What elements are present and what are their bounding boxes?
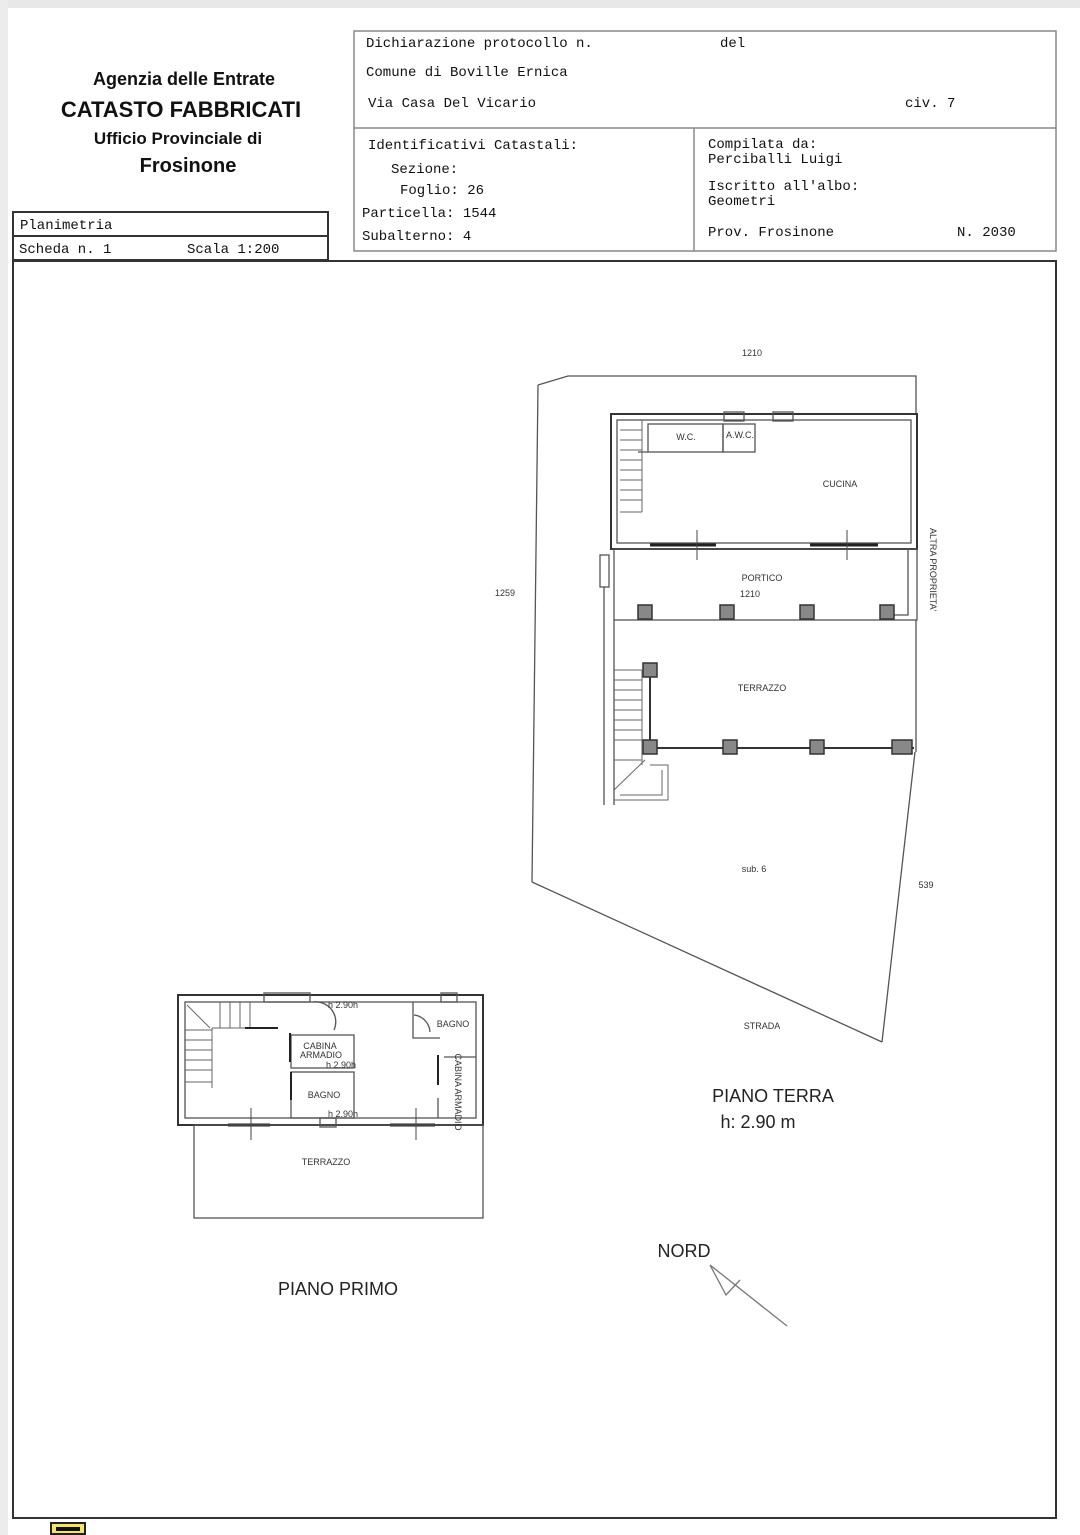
comune: Comune di Boville Ernica bbox=[366, 65, 568, 81]
room-awc: A.W.C. bbox=[726, 430, 754, 440]
room-bagno-2: BAGNO bbox=[308, 1090, 341, 1100]
via: Via Casa Del Vicario bbox=[368, 96, 536, 112]
strada-label: STRADA bbox=[744, 1021, 781, 1031]
dim-top: 1210 bbox=[742, 348, 762, 358]
room-terrazzo: TERRAZZO bbox=[738, 683, 787, 693]
agency-name: Agenzia delle Entrate bbox=[93, 69, 275, 89]
piano-terra-plan bbox=[531, 375, 918, 1043]
prov: Prov. Frosinone bbox=[708, 225, 834, 241]
room-terrazzo-primo: TERRAZZO bbox=[302, 1157, 351, 1167]
height-mark-2: h 2.90h bbox=[326, 1060, 356, 1070]
albo: Geometri bbox=[708, 194, 775, 210]
dim-portico: 1210 bbox=[740, 589, 760, 599]
piano-terra-height: h: 2.90 m bbox=[720, 1112, 795, 1132]
albo-number: N. 2030 bbox=[957, 225, 1016, 241]
declaration-box bbox=[353, 30, 1057, 252]
room-wc: W.C. bbox=[676, 432, 696, 442]
height-mark-3: h 2.90h bbox=[328, 1109, 358, 1119]
compilatore-name: Perciballi Luigi bbox=[708, 152, 842, 168]
compilata-label: Compilata da: bbox=[708, 137, 817, 153]
ufficio-label: Ufficio Provinciale di bbox=[94, 129, 262, 148]
sezione: Sezione: bbox=[391, 162, 458, 178]
sub6-label: sub. 6 bbox=[742, 864, 767, 874]
dim-right: 539 bbox=[918, 880, 933, 890]
subalterno: Subalterno: 4 bbox=[362, 229, 471, 245]
room-cabina-1b: ARMADIO bbox=[300, 1050, 342, 1060]
foglio: Foglio: 26 bbox=[400, 183, 484, 199]
scala-label: Scala 1:200 bbox=[187, 242, 279, 258]
room-cabina-2: CABINA ARMADIO bbox=[453, 1053, 463, 1130]
protocollo-label: Dichiarazione protocollo n. bbox=[366, 36, 593, 52]
room-cabina-1a: CABINA bbox=[303, 1041, 337, 1051]
nord-label: NORD bbox=[658, 1241, 711, 1261]
particella: Particella: 1544 bbox=[362, 206, 496, 222]
piano-terra-title: PIANO TERRA bbox=[712, 1086, 834, 1106]
albo-label: Iscritto all'albo: bbox=[708, 179, 859, 195]
piano-primo-title: PIANO PRIMO bbox=[278, 1279, 398, 1299]
drawing-frame bbox=[12, 260, 1057, 1519]
piano-primo-plan bbox=[177, 992, 484, 1219]
document-icon[interactable] bbox=[50, 1522, 86, 1535]
catasto-title: CATASTO FABBRICATI bbox=[61, 97, 301, 122]
del-label: del bbox=[720, 36, 745, 52]
planimetria-label: Planimetria bbox=[20, 218, 112, 234]
page-edge-left bbox=[0, 0, 8, 1535]
altra-proprieta: ALTRA PROPRIETA' bbox=[928, 528, 938, 612]
civico: civ. 7 bbox=[905, 96, 955, 112]
scheda-label: Scheda n. 1 bbox=[19, 242, 111, 258]
provincia: Frosinone bbox=[140, 155, 237, 177]
room-portico: PORTICO bbox=[742, 573, 783, 583]
room-cucina: CUCINA bbox=[823, 479, 858, 489]
room-bagno-1: BAGNO bbox=[437, 1019, 470, 1029]
height-mark-1: h 2.90h bbox=[328, 1000, 358, 1010]
page-edge bbox=[0, 0, 1080, 8]
dim-left: 1259 bbox=[495, 588, 515, 598]
north-arrow-icon bbox=[709, 1264, 788, 1327]
identificativi-title: Identificativi Catastali: bbox=[368, 138, 578, 154]
